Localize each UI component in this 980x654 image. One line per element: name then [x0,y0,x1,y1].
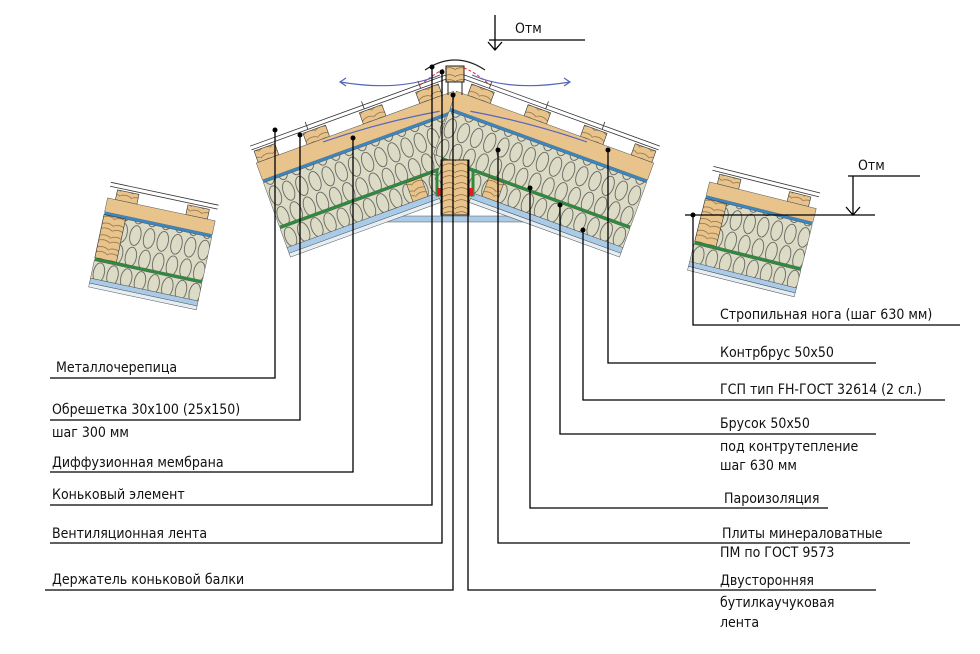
elevation-label: Отм [515,21,542,37]
right-section-detail [687,165,821,298]
label-bar: Брусок 50х50 [720,416,810,432]
label-diffusion-membrane: Диффузионная мембрана [52,455,224,471]
label-gsp-board: ГСП тип FH-ГОСТ 32614 (2 сл.) [720,382,922,398]
ridge-beam [435,159,475,216]
airflow-arrows [338,74,572,87]
left-callouts: Металлочерепица Обрешетка 30х100 (25х150… [45,64,456,591]
elevation-label: Отм [858,158,885,174]
label-metal-tile: Металлочерепица [56,360,177,376]
label-battens-step: шаг 300 мм [52,425,129,441]
label-battens: Обрешетка 30х100 (25х150) [52,402,240,418]
label-mineral-wool-standard: ПМ по ГОСТ 9573 [720,545,834,561]
label-bar-step: шаг 630 мм [720,458,797,474]
elevation-mark-right: Отм [685,158,920,216]
label-ridge-element: Коньковый элемент [52,487,185,503]
label-butyl-tape-2: бутилкаучуковая [720,595,835,611]
label-rafter: Стропильная нога (шаг 630 мм) [720,307,932,323]
label-mineral-wool: Плиты минераловатные [722,526,883,542]
right-callouts: Стропильная нога (шаг 630 мм) Контрбрус … [467,147,960,631]
label-vapor-barrier: Пароизоляция [724,491,819,507]
label-ridge-beam-holder: Держатель коньковой балки [52,572,244,588]
label-counter-batten: Контрбрус 50х50 [720,345,834,361]
label-butyl-tape-3: лента [720,615,759,631]
label-bar-purpose: под контрутепление [720,439,859,455]
left-section-detail [88,181,220,311]
label-butyl-tape: Двусторонняя [720,573,814,589]
elevation-mark-top: Отм [487,15,585,51]
label-ventilation-tape: Вентиляционная лента [52,526,207,542]
